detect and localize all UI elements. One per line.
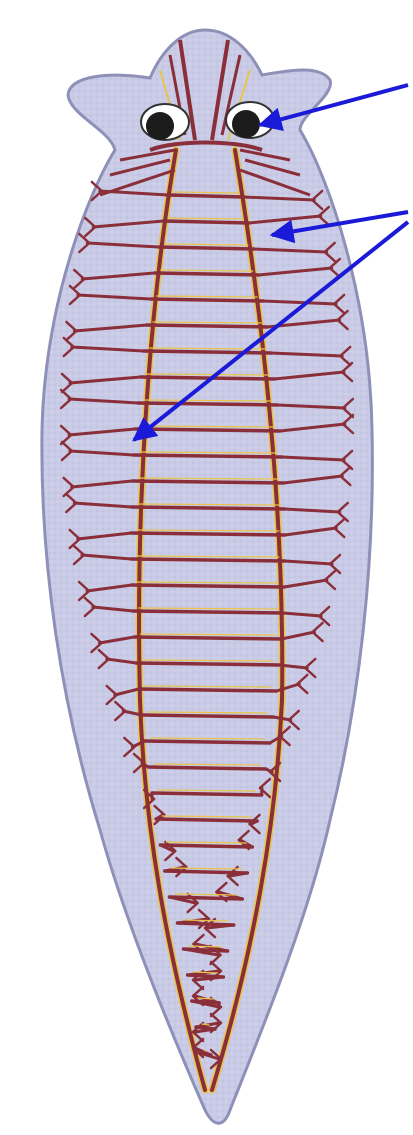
transverse-commissure [168,195,244,197]
transverse-commissure [132,585,285,587]
eyespot-right [226,102,274,138]
nerve-highlight [205,1050,206,1051]
transverse-commissure [131,533,285,535]
transverse-commissure [132,481,283,483]
transverse-commissure [160,845,252,847]
transverse-commissure [131,507,284,509]
transverse-commissure [147,325,267,327]
eyespot-left [141,104,189,140]
transverse-commissure [136,663,279,665]
transverse-commissure [163,221,249,223]
transverse-commissure [141,715,273,717]
transverse-commissure [134,455,282,457]
transverse-commissure [145,741,270,743]
transverse-commissure [151,299,263,301]
transverse-commissure [156,819,257,821]
transverse-commissure [139,689,277,691]
transverse-commissure [131,559,285,561]
transverse-commissure [136,429,280,431]
transverse-commissure [140,377,274,379]
planarian-body [42,30,373,1123]
transverse-commissure [152,793,262,795]
transverse-commissure [138,403,278,405]
transverse-commissure [144,351,272,353]
transverse-commissure [148,767,266,769]
transverse-commissure [155,273,259,275]
transverse-commissure [159,247,254,249]
transverse-commissure [165,871,248,873]
transverse-commissure [134,637,281,639]
transverse-commissure [133,611,283,613]
